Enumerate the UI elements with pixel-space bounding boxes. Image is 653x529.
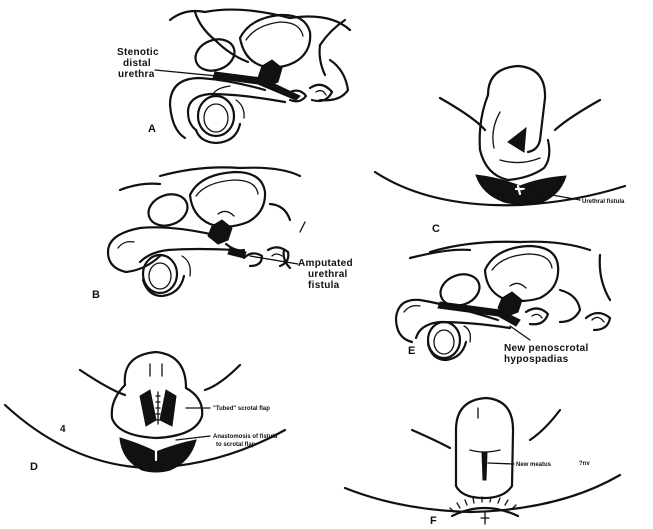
panel-letter-a: A bbox=[148, 123, 156, 135]
label-hypospadias: hypospadias bbox=[504, 354, 569, 365]
label-stenotic: Stenotic bbox=[117, 47, 159, 58]
panel-c-drawing bbox=[375, 66, 625, 205]
panel-letter-b: B bbox=[92, 289, 100, 301]
label-tubed-scrotal-flap: "Tubed" scrotal flap bbox=[213, 406, 270, 412]
panel-a-drawing bbox=[155, 10, 350, 143]
panel-a-label: Stenotic distal urethra A bbox=[117, 47, 159, 135]
panel-f-label: New meatus ?nv F bbox=[430, 461, 590, 527]
label-fistula: fistula bbox=[308, 280, 340, 291]
panel-mark-4: 4 bbox=[60, 424, 66, 435]
panel-letter-c: C bbox=[432, 223, 440, 235]
label-anastomosis-2: to scrotal flap bbox=[216, 442, 256, 448]
panel-b-label: Amputated urethral fistula B bbox=[92, 258, 353, 301]
panel-letter-d: D bbox=[30, 461, 38, 473]
label-new-penoscrotal: New penoscrotal bbox=[504, 343, 589, 354]
panel-letter-f: F bbox=[430, 515, 437, 527]
panel-d-drawing bbox=[5, 352, 285, 472]
label-amputated: Amputated bbox=[298, 258, 353, 269]
label-new-meatus: New meatus bbox=[516, 462, 552, 468]
panel-letter-e: E bbox=[408, 345, 415, 357]
label-urethra: urethra bbox=[118, 69, 155, 80]
label-f-mark: ?nv bbox=[579, 461, 590, 467]
label-distal: distal bbox=[123, 58, 151, 69]
label-urethral-fistula: Urethral fistula bbox=[582, 199, 625, 205]
label-anastomosis-1: Anastomosis of fistula bbox=[213, 434, 278, 440]
label-urethral: urethral bbox=[308, 269, 348, 280]
panel-b-drawing bbox=[108, 167, 305, 296]
